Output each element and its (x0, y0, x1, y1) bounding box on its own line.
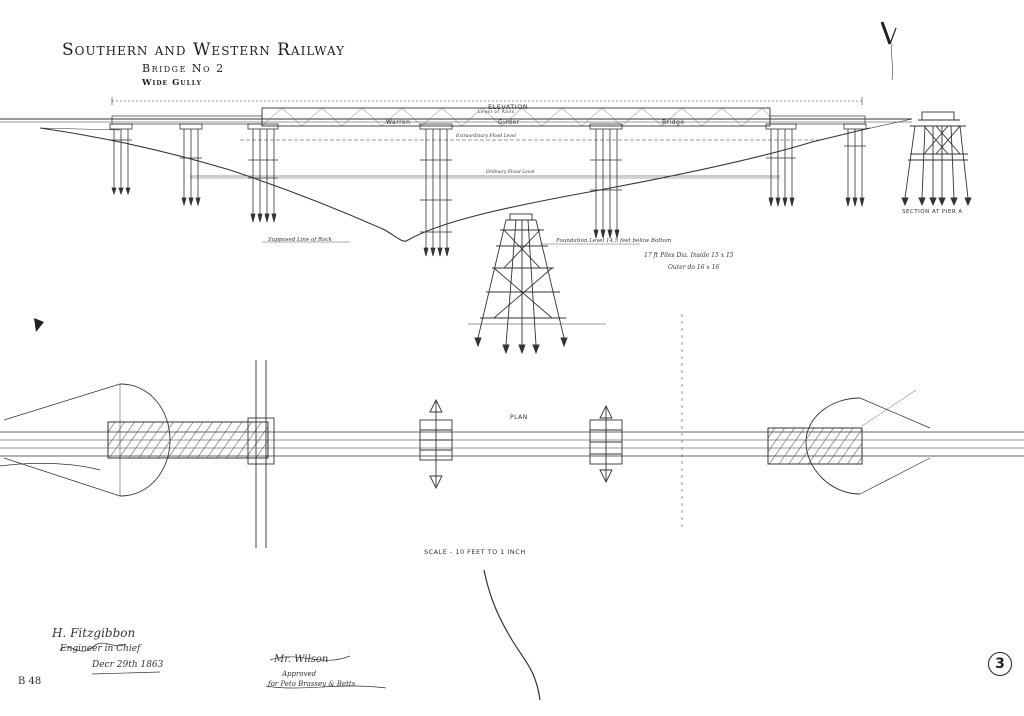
engineer-title: Engineer in Chief (60, 644, 141, 654)
approved-note: Approved (282, 670, 317, 678)
railway-title: Southern and Western Railway (62, 40, 346, 60)
plan-view (0, 360, 1024, 548)
drawing-date: Decr 29th 1863 (92, 660, 164, 670)
section-pier-label: SECTION AT PIER A (902, 209, 963, 215)
scale-label: SCALE - 10 FEET TO 1 INCH (424, 548, 526, 556)
plan-label: PLAN (510, 414, 528, 421)
warren-label: Warren (386, 119, 411, 126)
pier-6 (765, 123, 797, 207)
engineer-signature: H. Fitzgibbon (52, 626, 136, 640)
extraordinary-flood-label: Extraordinary Flood Level (456, 134, 516, 139)
scan-marks (0, 43, 893, 701)
elevation-piers (109, 123, 867, 257)
rock-line-label: Supposed Line of Rock (268, 237, 332, 243)
pier-1 (109, 123, 133, 196)
signature-strokes (59, 642, 387, 689)
plan-pier-b (589, 404, 623, 484)
location-title: Wide Gully (142, 78, 202, 88)
pier-3 (247, 123, 279, 223)
archive-stamp: B 48 (18, 676, 42, 687)
elevation-label: ELEVATION (488, 103, 529, 111)
plan-pier-a (419, 398, 453, 490)
pier-5 (589, 123, 623, 239)
contractor-note: for Peto Brassey & Betts (268, 680, 356, 688)
ordinary-flood-label: Ordinary Flood Level (486, 170, 535, 175)
bridge-title: Bridge No 2 (142, 62, 225, 75)
girder-label: Girder (498, 119, 520, 126)
pier-7 (843, 123, 867, 207)
level-of-rails-label: Level of Rails (478, 110, 515, 115)
plan-pier-c (247, 360, 275, 548)
piles-inside-note: 17 ft Piles Dia. Inside 15 x 15 (644, 252, 734, 259)
sheet-number: 3 (988, 652, 1012, 676)
second-signature: Mr. Wilson (274, 654, 329, 665)
foundation-level-label: Foundation Level 14.5 feet below Bottom (556, 238, 672, 244)
section-pier-a (880, 21, 972, 207)
pier-trestle-section (468, 213, 606, 355)
pier-2 (179, 123, 203, 207)
piles-outer-note: Outer do 16 x 16 (668, 264, 720, 271)
bridge-label: Bridge (662, 119, 685, 126)
elevation-view (0, 97, 913, 245)
pier-4 (419, 123, 453, 257)
